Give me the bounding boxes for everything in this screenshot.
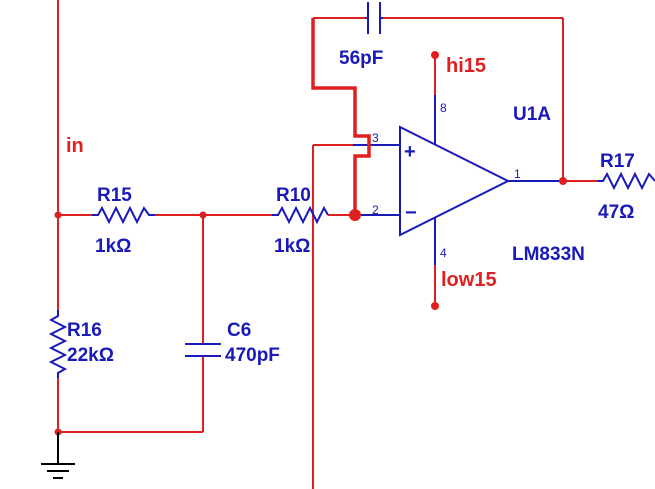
opamp-part: LM833N xyxy=(512,244,585,265)
pin-3-label: 3 xyxy=(372,131,379,145)
r16-ref: R16 xyxy=(67,320,102,341)
junction-hi15 xyxy=(431,51,439,59)
resistor-r16 xyxy=(48,310,68,378)
pin-2-label: 2 xyxy=(372,203,379,217)
wires xyxy=(57,0,598,489)
pin-4-label: 4 xyxy=(440,246,447,260)
junction-inverting xyxy=(349,209,361,221)
r17-value: 47Ω xyxy=(598,202,634,223)
resistor-r15 xyxy=(92,205,155,225)
net-label-hi15: hi15 xyxy=(446,55,486,77)
opamp-ref: U1A xyxy=(513,104,551,125)
junction-output xyxy=(559,177,567,185)
r15-value: 1kΩ xyxy=(95,236,131,257)
c6-ref: C6 xyxy=(227,320,251,341)
r10-ref: R10 xyxy=(276,185,311,206)
junction-c6 xyxy=(199,211,207,219)
r10-value: 1kΩ xyxy=(274,236,310,257)
resistor-r10 xyxy=(272,205,329,225)
net-label-low15: low15 xyxy=(441,269,497,291)
feedback-wire-thick xyxy=(311,18,371,215)
resistor-r17 xyxy=(598,171,655,191)
junction-input xyxy=(54,211,62,219)
r15-ref: R15 xyxy=(97,185,132,206)
c-feedback-value: 56pF xyxy=(339,48,383,69)
capacitor-feedback xyxy=(365,2,383,34)
opamp-minus-sign: − xyxy=(405,202,417,224)
net-label-in: in xyxy=(66,135,84,157)
r16-value: 22kΩ xyxy=(67,345,114,366)
junction-low15 xyxy=(431,302,439,310)
c6-value: 470pF xyxy=(225,345,280,366)
capacitor-c6 xyxy=(185,343,221,357)
opamp-plus-sign: + xyxy=(404,141,416,163)
opamp-u1a xyxy=(399,95,511,265)
pin-8-label: 8 xyxy=(440,101,447,115)
r17-ref: R17 xyxy=(600,151,635,172)
junctions xyxy=(54,51,567,436)
pin-1-label: 1 xyxy=(514,167,521,181)
ground-symbol xyxy=(41,432,75,479)
